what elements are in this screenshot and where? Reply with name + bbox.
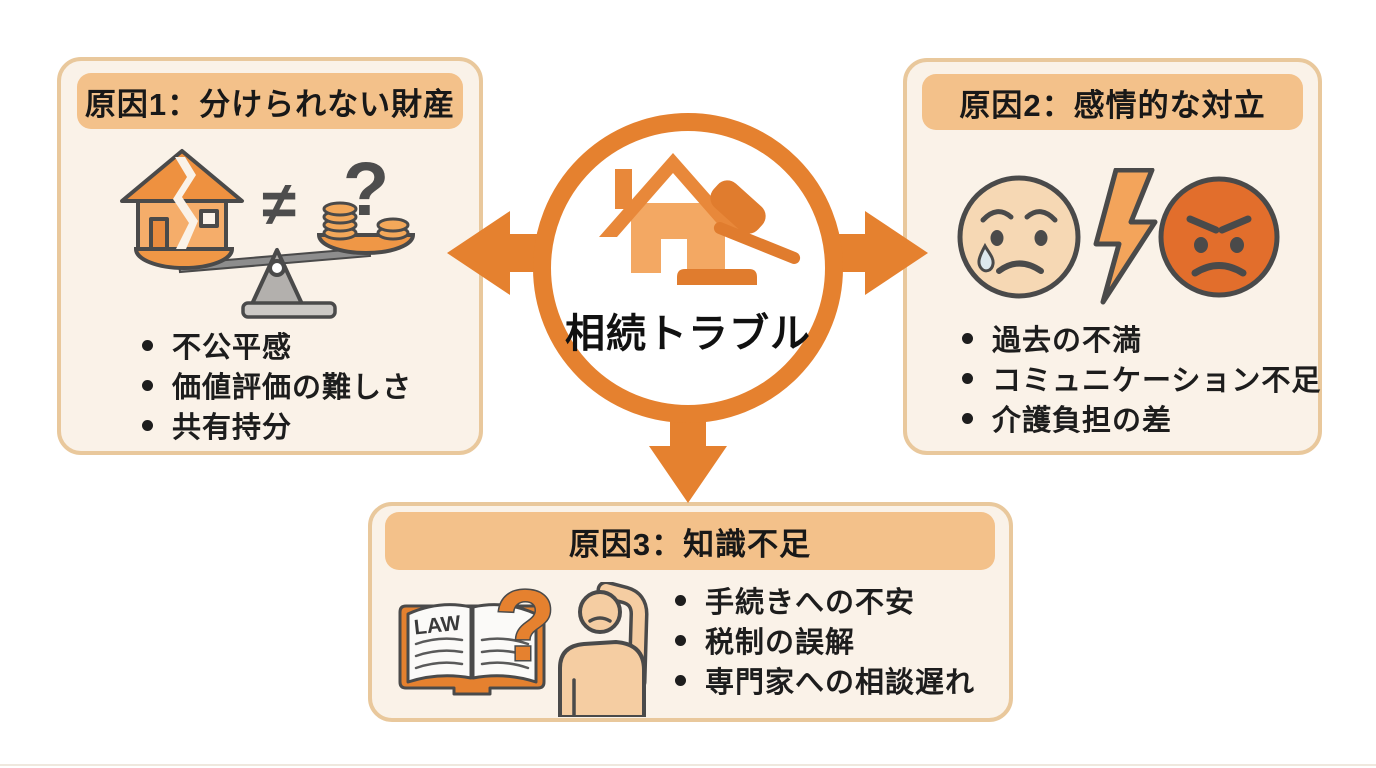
bullet-dot-icon <box>675 674 686 686</box>
cause2-box: 原因2：感情的な対立 <box>903 58 1322 455</box>
bullet-dot-icon <box>142 379 153 391</box>
question-mark-icon: ? <box>343 147 389 232</box>
center-node: 相続トラブル <box>533 113 843 423</box>
list-item: 介護負担の差 <box>962 398 1321 438</box>
lightning-icon <box>1093 168 1158 305</box>
bullet-text: コミュニケーション不足 <box>992 365 1322 397</box>
house-gavel-icon <box>599 153 801 285</box>
cause1-bullet-list: 不公平感 価値評価の難しさ 共有持分 <box>142 325 412 445</box>
bullet-text: 介護負担の差 <box>992 405 1173 437</box>
bullet-text: 税制の誤解 <box>705 627 856 659</box>
list-item: 専門家への相談遅れ <box>675 660 975 700</box>
bullet-dot-icon <box>142 419 153 431</box>
bullet-dot-icon <box>675 594 686 606</box>
conflict-faces-icon <box>957 168 1280 305</box>
law-label: LAW <box>413 612 462 640</box>
bullet-text: 過去の不満 <box>992 325 1143 357</box>
bullet-dot-icon <box>962 332 973 344</box>
list-item: 手続きへの不安 <box>675 580 975 620</box>
cause3-title: 原因3：知識不足 <box>568 526 812 562</box>
cause2-bullet-list: 過去の不満 コミュニケーション不足 介護負担の差 <box>962 318 1321 438</box>
broken-house-scale-icon: ≠ ? <box>120 147 416 319</box>
cause2-title: 原因2：感情的な対立 <box>959 87 1266 123</box>
bullet-dot-icon <box>962 372 973 384</box>
bullet-dot-icon <box>142 339 153 351</box>
list-item: 不公平感 <box>142 325 412 365</box>
bullet-text: 手続きへの不安 <box>705 587 916 619</box>
cause1-box: 原因1：分けられない財産 <box>57 57 483 455</box>
bullet-text: 専門家への相談遅れ <box>705 667 976 699</box>
list-item: 税制の誤解 <box>675 620 975 660</box>
angry-face-icon <box>1158 176 1280 298</box>
list-item: コミュニケーション不足 <box>962 358 1321 398</box>
confused-person-icon <box>558 582 649 717</box>
bottom-edge-line <box>0 764 1376 766</box>
cause3-bullet-list: 手続きへの不安 税制の誤解 専門家への相談遅れ <box>675 580 975 700</box>
bullet-dot-icon <box>962 412 973 424</box>
question-mark-icon: ? <box>494 582 555 682</box>
cause3-box: 原因3：知識不足 LAW ? <box>368 502 1013 722</box>
bullet-text: 不公平感 <box>172 332 293 364</box>
list-item: 価値評価の難しさ <box>142 365 412 405</box>
center-label: 相続トラブル <box>565 312 811 356</box>
sad-face-icon <box>957 175 1081 299</box>
list-item: 共有持分 <box>142 405 412 445</box>
law-book-icon: LAW <box>398 603 546 696</box>
bullet-text: 価値評価の難しさ <box>172 372 413 404</box>
cause2-title-bar: 原因2：感情的な対立 <box>922 74 1303 130</box>
cause3-title-bar: 原因3：知識不足 <box>385 512 995 570</box>
list-item: 過去の不満 <box>962 318 1321 358</box>
cause1-title: 原因1：分けられない財産 <box>84 86 456 122</box>
cause1-title-bar: 原因1：分けられない財産 <box>77 73 463 129</box>
not-equal-icon: ≠ <box>262 170 296 239</box>
law-book-question-icon: LAW ? <box>398 582 649 717</box>
bullet-dot-icon <box>675 634 686 646</box>
bullet-text: 共有持分 <box>172 412 293 444</box>
